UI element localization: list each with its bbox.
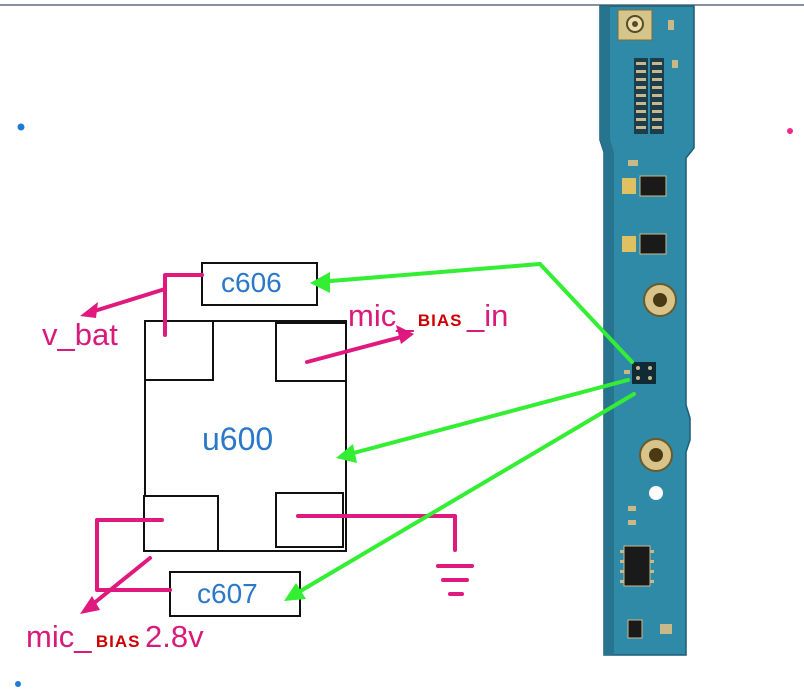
net-wires [80,273,474,614]
vbat-arrow-line [86,287,167,315]
mic-bias-out-arrow-line [86,556,152,610]
mic-bias-out-label: mic_ BIAS 2.8v [26,621,204,652]
u600-label: u600 [202,421,274,457]
mic-bias-out-prefix: mic_ [26,619,92,654]
mic-bias-in-arrow-line [305,334,407,364]
mic-bias-in-bias: BIAS [417,311,463,330]
pointer-arrows [290,261,636,598]
mic-bias-in-suffix: _in [466,298,509,333]
arrowhead [284,583,306,601]
marker-dot [787,128,793,134]
pin-bottom-right [275,492,344,548]
ground-wire [296,514,457,552]
mic-bias-in-prefix: mic_ [348,298,414,333]
marker-dot [15,681,21,687]
c606-outline [201,262,318,306]
mic-bias-out-bias: BIAS [95,632,141,651]
pointer-u600 [344,378,630,457]
mic-bias-out-wire [95,518,172,592]
pcb-board [599,5,695,656]
pointer-c606 [316,261,634,364]
pin-top-right [275,322,347,382]
vbat-wire [163,273,204,337]
marker-dot [17,123,25,131]
pin-bottom-left [143,495,219,552]
arrowhead [310,272,330,293]
pointer-c607 [290,392,636,598]
vbat-label: v_bat [42,317,118,352]
arrowhead [336,444,357,463]
pin-top-left [144,320,214,381]
c607-outline [169,571,301,617]
mic-bias-in-label: mic_ BIAS _in [348,300,508,331]
mic-bias-out-suffix: 2.8v [144,619,204,654]
c606-label: c606 [221,267,282,298]
c607-label: c607 [197,578,258,609]
